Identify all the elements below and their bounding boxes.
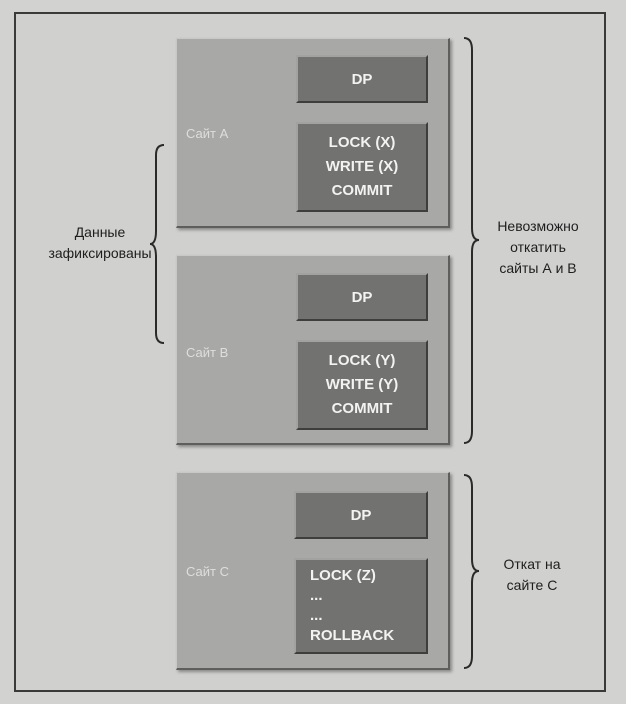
site-b-op-lock: LOCK (Y) <box>328 352 396 369</box>
site-c-label: Сайт С <box>186 564 229 579</box>
committed-line-2: зафиксированы <box>48 245 152 261</box>
site-c-dp-box: DP <box>294 491 428 539</box>
site-b-dp-box: DP <box>296 273 428 321</box>
rollback-c-brace <box>463 474 480 669</box>
site-a-ops-box: LOCK (X) WRITE (X) COMMIT <box>296 122 428 212</box>
cannot-rollback-line-3: сайты А и В <box>499 260 577 276</box>
site-b-ops-box: LOCK (Y) WRITE (Y) COMMIT <box>296 340 428 430</box>
site-a-dp-box: DP <box>296 55 428 103</box>
site-b-label: Сайт В <box>186 345 229 360</box>
cannot-rollback-annotation: Невозможно откатить сайты А и В <box>480 216 596 279</box>
committed-brace <box>149 144 165 344</box>
rollback-c-annotation: Откат на сайте С <box>482 554 582 596</box>
site-c-op-ellipsis-1: ... <box>310 587 323 604</box>
cannot-rollback-line-1: Невозможно <box>497 218 579 234</box>
committed-line-1: Данные <box>74 224 126 240</box>
site-c-op-lock: LOCK (Z) <box>310 567 376 584</box>
site-c-ops-box: LOCK (Z) ... ... ROLLBACK <box>294 558 428 654</box>
rollback-c-line-2: сайте С <box>506 577 558 593</box>
cannot-rollback-line-2: откатить <box>510 239 566 255</box>
site-b-dp-label: DP <box>351 288 373 306</box>
site-c-op-rollback: ROLLBACK <box>310 627 395 644</box>
site-a-dp-label: DP <box>351 70 373 88</box>
site-a-op-lock: LOCK (X) <box>328 134 396 151</box>
site-b-op-commit: COMMIT <box>331 400 393 417</box>
site-a-op-commit: COMMIT <box>331 182 393 199</box>
site-c-op-ellipsis-2: ... <box>310 607 323 624</box>
committed-annotation: Данные зафиксированы <box>42 222 158 264</box>
site-c-dp-label: DP <box>350 506 372 524</box>
rollback-c-line-1: Откат на <box>503 556 561 572</box>
site-a-op-write: WRITE (X) <box>325 158 399 175</box>
site-a-label: Сайт А <box>186 126 229 141</box>
cannot-rollback-brace <box>463 37 480 444</box>
site-b-op-write: WRITE (Y) <box>325 376 399 393</box>
